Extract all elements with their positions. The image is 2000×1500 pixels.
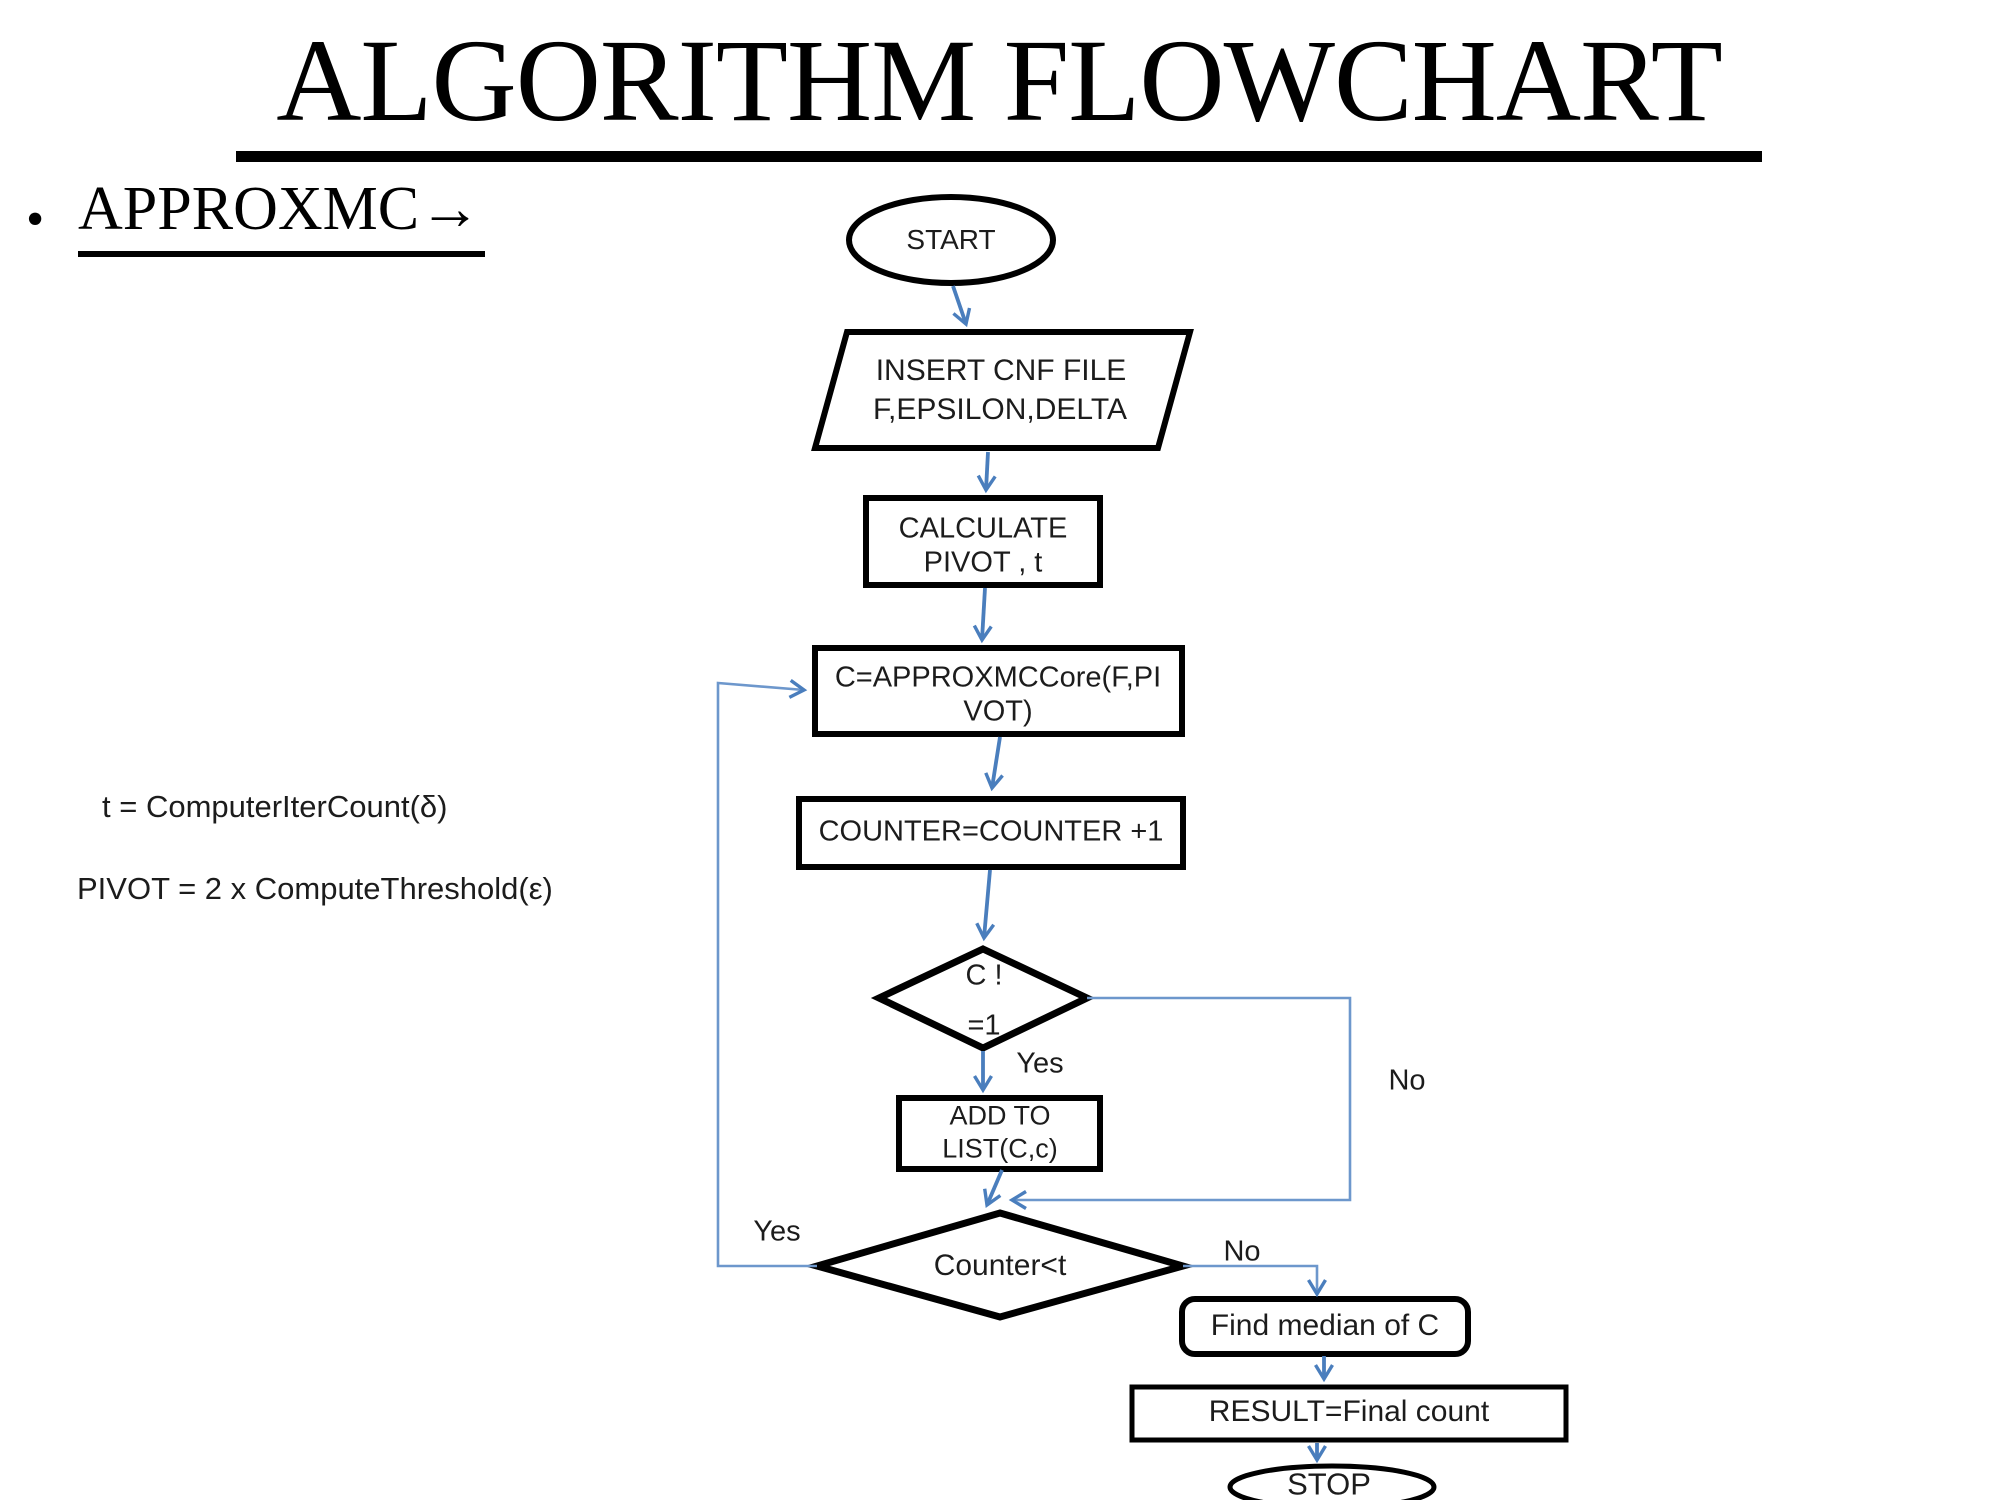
result-label: RESULT=Final count: [1208, 1395, 1490, 1428]
branch-label-yes-decision-c: Yes: [1016, 1047, 1064, 1080]
section-heading: APPROXMC→: [78, 174, 486, 257]
right-arrow-glyph: →: [419, 175, 482, 243]
decision-c-diamond-shape: [870, 945, 1096, 1052]
input-label-line1: INSERT CNF FILE: [875, 354, 1127, 387]
stop-label: STOP: [1287, 1466, 1371, 1500]
decision-c-label-line2: =1: [967, 1009, 1001, 1042]
note-itercount: t = ComputerIterCount(δ): [102, 789, 448, 824]
decision-counter-diamond-shape: [804, 1209, 1196, 1321]
median-label: Find median of C: [1210, 1309, 1440, 1342]
decision-c-label-line1: C !: [965, 959, 1003, 992]
calculate-label-line1: CALCULATE: [898, 512, 1068, 545]
add-process-shape: [896, 1095, 1103, 1172]
branch-label-no-decision-c: No: [1388, 1064, 1426, 1097]
connector-yes-loopback: [716, 679, 817, 1268]
decision-counter-label: Counter<t: [933, 1249, 1067, 1282]
core-label-line2: VOT): [963, 695, 1033, 728]
note-pivot: PIVOT = 2 x ComputeThreshold(ε): [77, 871, 553, 906]
arrow-calculate-to-core: [972, 587, 993, 644]
arrow-start-to-input: [951, 285, 972, 328]
result-process-shape: [1129, 1384, 1569, 1443]
bullet-glyph: •: [26, 191, 45, 248]
add-label-line2: LIST(C,c): [942, 1133, 1058, 1164]
core-process-shape: [812, 645, 1185, 737]
median-rounded-shape: [1179, 1296, 1471, 1357]
counter-process-shape: [796, 796, 1186, 870]
start-label: START: [906, 224, 996, 255]
connector-no-to-median: [1183, 1264, 1327, 1298]
connector-no-bypass: [1008, 996, 1352, 1210]
input-label-line2: F,EPSILON,DELTA: [873, 393, 1127, 426]
section-heading-text: APPROXMC: [78, 175, 420, 243]
arrow-counter-to-decision: [975, 869, 996, 942]
stop-terminator-shape: [1227, 1463, 1437, 1500]
branch-label-no-decision-counter: No: [1223, 1235, 1261, 1268]
add-label-line1: ADD TO: [949, 1100, 1051, 1131]
start-terminator-shape: [846, 194, 1056, 286]
arrow-core-to-counter: [984, 736, 1004, 792]
arrow-add-to-decision2: [983, 1169, 1004, 1209]
arrow-input-to-calculate: [976, 451, 997, 494]
slide-title: ALGORITHM FLOWCHART: [236, 19, 1762, 162]
core-label-line1: C=APPROXMCCore(F,PI: [834, 661, 1162, 694]
branch-label-yes-decision-counter: Yes: [753, 1215, 801, 1248]
calculate-label-line2: PIVOT , t: [923, 546, 1043, 579]
calculate-process-shape: [863, 495, 1103, 588]
counter-label: COUNTER=COUNTER +1: [818, 815, 1164, 848]
input-parallelogram-shape: [811, 329, 1194, 451]
